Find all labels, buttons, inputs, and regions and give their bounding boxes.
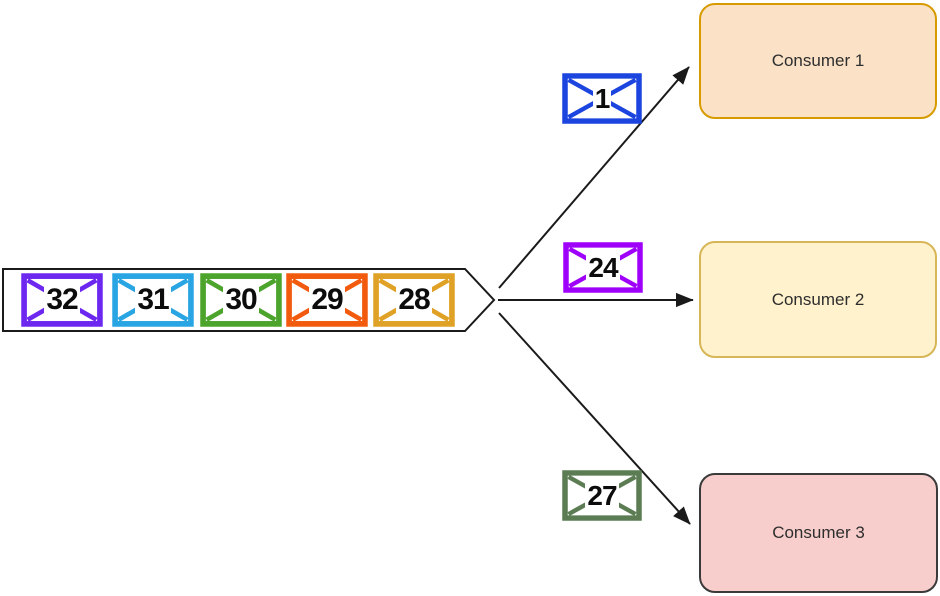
message-number: 27 [585,479,619,511]
consumer-3-node: Consumer 3 [699,473,938,593]
envelope-icon [562,470,642,521]
message-number: 24 [586,251,620,283]
consumer-label: Consumer 3 [772,523,865,542]
envelope-30: 30 [200,273,282,327]
arrow-to-consumer-1 [498,66,690,289]
consumer-1-node: Consumer 1 [699,3,937,119]
envelope-32: 32 [21,273,103,327]
message-number: 1 [592,82,612,114]
envelope-28: 28 [373,273,455,327]
envelope-in-flight-27: 27 [562,470,642,521]
consumer-2-node: Consumer 2 [699,241,937,358]
envelope-in-flight-1: 1 [562,73,642,124]
envelope-31: 31 [112,273,194,327]
consumer-label: Consumer 1 [771,51,865,70]
message-number: 28 [396,283,432,317]
message-number: 32 [44,283,80,317]
envelope-in-flight-24: 24 [563,242,643,293]
message-number: 30 [223,283,259,317]
message-number: 29 [309,283,345,317]
consumer-label: Consumer 2 [771,289,865,309]
message-number: 31 [135,283,171,317]
envelope-icon [21,273,103,327]
message-queue: 32 31 30 29 [2,268,496,332]
arrow-to-consumer-3 [498,312,691,525]
envelope-29: 29 [286,273,368,327]
